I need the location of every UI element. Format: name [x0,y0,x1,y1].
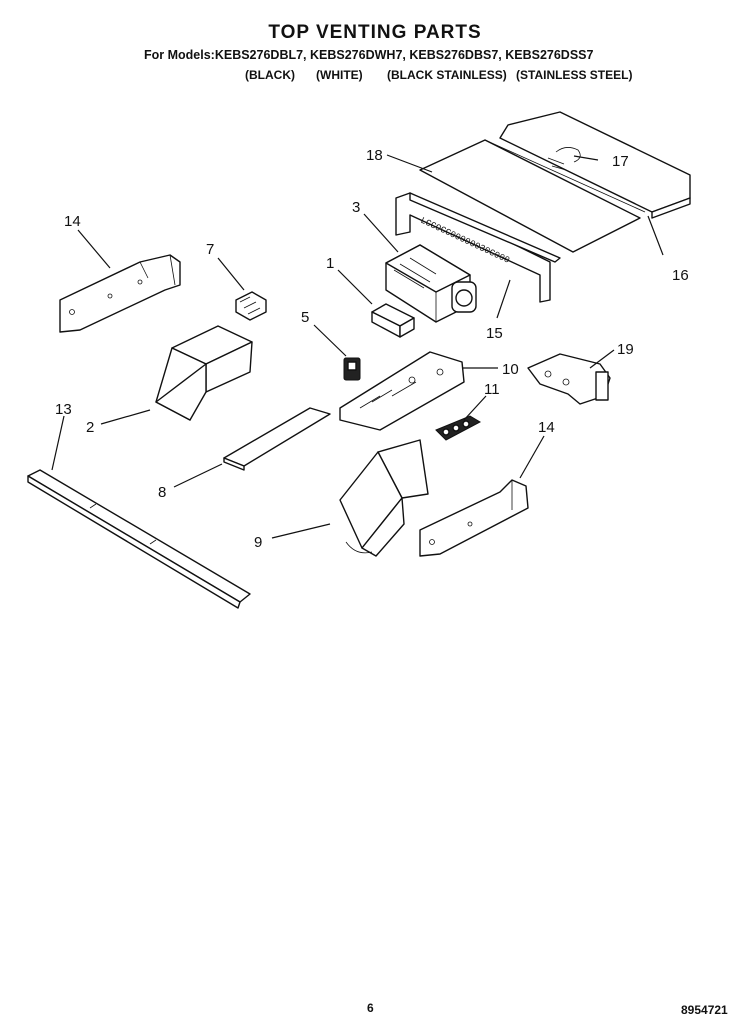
part-7-clip [235,291,267,321]
page-number: 6 [367,1001,374,1015]
part-19-bracket [527,353,611,405]
callout-18: 18 [366,147,383,164]
finish-black-stainless: (BLACK STAINLESS) [387,68,507,82]
part-13-trim-strip [27,469,251,609]
callout-17: 17 [612,153,629,170]
callout-1: 1 [326,255,334,272]
callout-16: 16 [672,267,689,284]
callout-11: 11 [484,381,500,398]
callout-2: 2 [86,419,94,436]
callout-10: 10 [502,361,519,378]
callout-3: 3 [352,199,360,216]
models-line: For Models:KEBS276DBL7, KEBS276DWH7, KEB… [144,48,594,62]
part-8-bar [223,407,331,471]
callout-8: 8 [158,484,166,501]
callout-14-left: 14 [64,213,81,230]
part-11-terminal-block [435,415,482,441]
callout-5: 5 [301,309,309,326]
part-14-bracket-left [59,254,181,333]
callout-13: 13 [55,401,72,418]
part-2-duct [155,325,253,421]
part-14-bracket-right [419,479,529,557]
leader-lines [51,154,664,539]
callout-15: 15 [486,325,503,342]
callout-14-right: 14 [538,419,555,436]
part-9-duct [339,439,429,557]
finish-black: (BLACK) [245,68,295,82]
callout-9: 9 [254,534,262,551]
page-title: TOP VENTING PARTS [268,22,482,43]
finish-white: (WHITE) [316,68,363,82]
drawing-code: 8954721 [681,1003,728,1017]
part-3-fan-motor [385,244,477,323]
part-1-block [371,303,415,338]
part-16-panel [499,111,691,219]
part-10-plate [339,351,465,431]
finish-stainless-steel: (STAINLESS STEEL) [516,68,633,82]
part-5-switch [343,357,361,381]
callout-19: 19 [617,341,634,358]
callout-7: 7 [206,241,214,258]
part-18-sheet [419,139,646,253]
